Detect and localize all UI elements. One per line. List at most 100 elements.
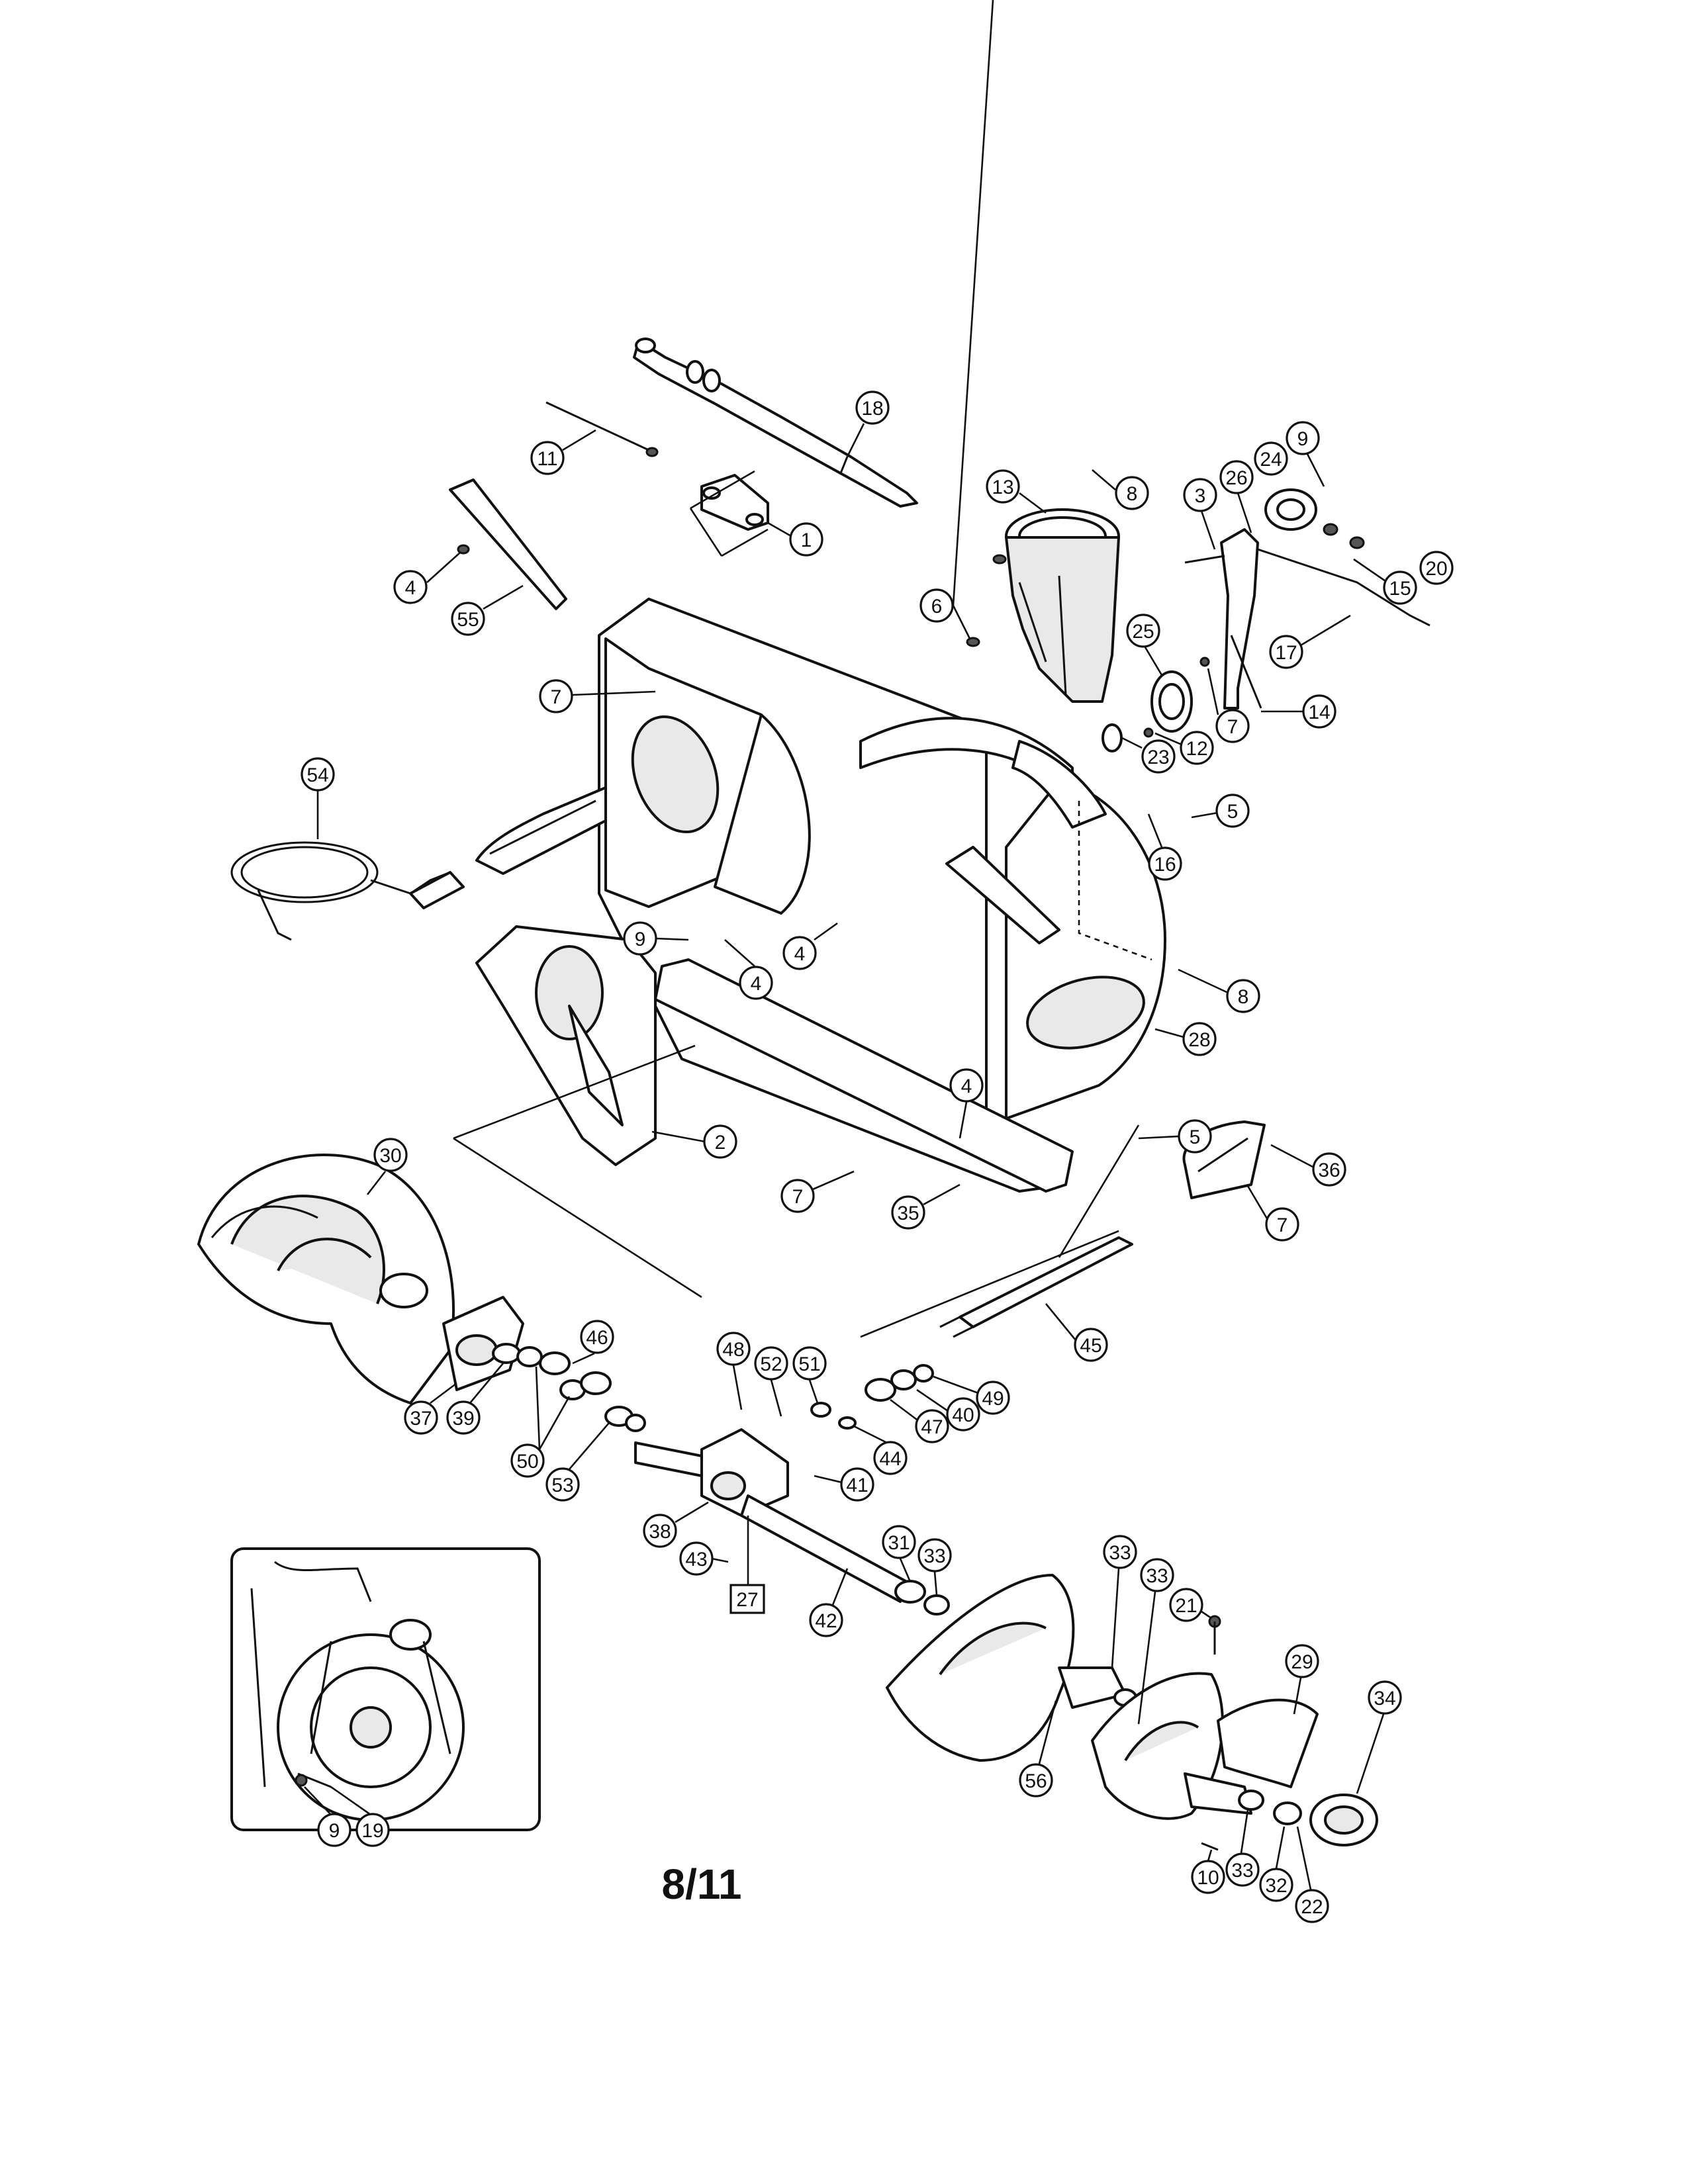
svg-text:52: 52: [760, 1353, 782, 1375]
callout-50: 50: [510, 1366, 571, 1478]
svg-text:7: 7: [1227, 716, 1239, 738]
svg-text:15: 15: [1389, 578, 1411, 600]
callout-labels: 18 11 1 13 8 3 26 24 9 4 55 6 20 15 17 7…: [301, 0, 1454, 1923]
callout-7d: 7: [780, 1170, 855, 1213]
svg-text:17: 17: [1275, 642, 1297, 664]
svg-text:3: 3: [1195, 485, 1206, 507]
svg-text:27: 27: [736, 1589, 758, 1611]
drive-shaft-part: [633, 338, 918, 508]
callout-33b: 33: [1103, 1535, 1137, 1668]
auger-bearings-part: [516, 1346, 646, 1432]
callout-23: 23: [1121, 737, 1176, 774]
svg-text:54: 54: [306, 764, 328, 786]
svg-text:9: 9: [635, 929, 646, 950]
callout-16: 16: [1147, 813, 1182, 881]
svg-text:5: 5: [1227, 801, 1239, 823]
svg-text:31: 31: [888, 1532, 910, 1554]
svg-text:29: 29: [1291, 1651, 1313, 1673]
svg-text:1: 1: [801, 529, 812, 551]
page-number: 8/11: [661, 1860, 742, 1908]
callout-26: 26: [1219, 460, 1254, 533]
svg-text:30: 30: [379, 1145, 401, 1167]
callout-48: 48: [716, 1332, 751, 1410]
callout-1: 1: [767, 522, 823, 557]
callout-28: 28: [1154, 1022, 1217, 1056]
callout-33d: 33: [1225, 1809, 1260, 1887]
svg-text:20: 20: [1425, 558, 1447, 580]
callout-4d: 4: [949, 1068, 984, 1139]
callout-14: 14: [1261, 694, 1336, 729]
svg-text:4: 4: [794, 943, 806, 965]
impeller-part: [453, 925, 702, 1298]
svg-text:39: 39: [452, 1408, 474, 1430]
callout-5a: 5: [1191, 794, 1250, 828]
svg-text:16: 16: [1154, 854, 1176, 876]
svg-text:7: 7: [792, 1186, 804, 1208]
callout-43: 43: [679, 1541, 729, 1576]
worm-bearings-part: [810, 1364, 934, 1430]
svg-text:32: 32: [1265, 1875, 1287, 1897]
callout-6: 6: [919, 0, 994, 639]
callout-9b: 9: [623, 921, 689, 956]
worm-shaft-part: [860, 1230, 1133, 1338]
power-cord-part: [230, 841, 465, 941]
callout-31: 31: [882, 1525, 916, 1582]
callout-33a: 33: [917, 1538, 952, 1596]
callout-7b: 7: [1207, 668, 1250, 743]
left-auger-part: [197, 1154, 455, 1404]
box-label-27: 27: [729, 1516, 765, 1614]
callout-17: 17: [1269, 614, 1351, 669]
svg-text:47: 47: [921, 1416, 943, 1438]
callout-53: 53: [545, 1422, 610, 1502]
svg-text:56: 56: [1025, 1770, 1047, 1792]
svg-text:8: 8: [1238, 986, 1249, 1008]
callout-55: 55: [451, 584, 524, 636]
svg-text:42: 42: [815, 1610, 837, 1632]
svg-text:40: 40: [952, 1404, 974, 1426]
callout-47: 47: [890, 1398, 949, 1443]
svg-text:12: 12: [1186, 738, 1207, 760]
skid-plate-part: [449, 478, 567, 610]
svg-text:24: 24: [1260, 449, 1282, 471]
callout-29: 29: [1285, 1644, 1319, 1715]
svg-text:9: 9: [1297, 428, 1309, 450]
auger-housing-part: [598, 598, 1166, 1193]
callout-11: 11: [530, 429, 596, 475]
svg-text:43: 43: [685, 1549, 707, 1570]
callout-3: 3: [1183, 478, 1217, 550]
callout-21: 21: [1169, 1588, 1212, 1622]
callout-7c: 7: [1246, 1185, 1299, 1242]
callout-22: 22: [1295, 1826, 1329, 1923]
svg-text:4: 4: [961, 1075, 972, 1097]
callout-8: 8: [1092, 469, 1149, 510]
callout-30: 30: [366, 1138, 408, 1195]
svg-text:19: 19: [361, 1820, 383, 1842]
svg-text:22: 22: [1301, 1896, 1323, 1918]
callout-5b: 5: [1138, 1119, 1212, 1154]
callout-19-inset: 19: [330, 1786, 390, 1847]
svg-text:48: 48: [722, 1339, 744, 1361]
callout-36: 36: [1270, 1144, 1346, 1187]
callout-56: 56: [1019, 1700, 1057, 1797]
chute-bolts-part: [966, 554, 1007, 647]
callout-45: 45: [1045, 1303, 1108, 1362]
svg-text:49: 49: [982, 1388, 1004, 1410]
callout-4b: 4: [724, 939, 773, 1000]
side-skid-part: [475, 786, 607, 875]
svg-text:36: 36: [1318, 1160, 1340, 1181]
svg-text:6: 6: [931, 596, 943, 617]
svg-text:46: 46: [586, 1327, 608, 1349]
svg-text:34: 34: [1374, 1688, 1395, 1709]
svg-text:51: 51: [798, 1353, 820, 1375]
callout-52: 52: [754, 1346, 788, 1417]
svg-text:44: 44: [879, 1448, 901, 1470]
callout-24: 24: [1254, 441, 1288, 476]
svg-text:7: 7: [551, 686, 562, 708]
svg-text:23: 23: [1147, 747, 1169, 768]
callout-51: 51: [792, 1346, 827, 1404]
svg-text:55: 55: [457, 609, 479, 631]
callout-13: 13: [986, 469, 1047, 514]
callout-2: 2: [651, 1124, 737, 1159]
right-auger-part: [886, 1574, 1378, 1851]
svg-text:45: 45: [1080, 1335, 1102, 1357]
